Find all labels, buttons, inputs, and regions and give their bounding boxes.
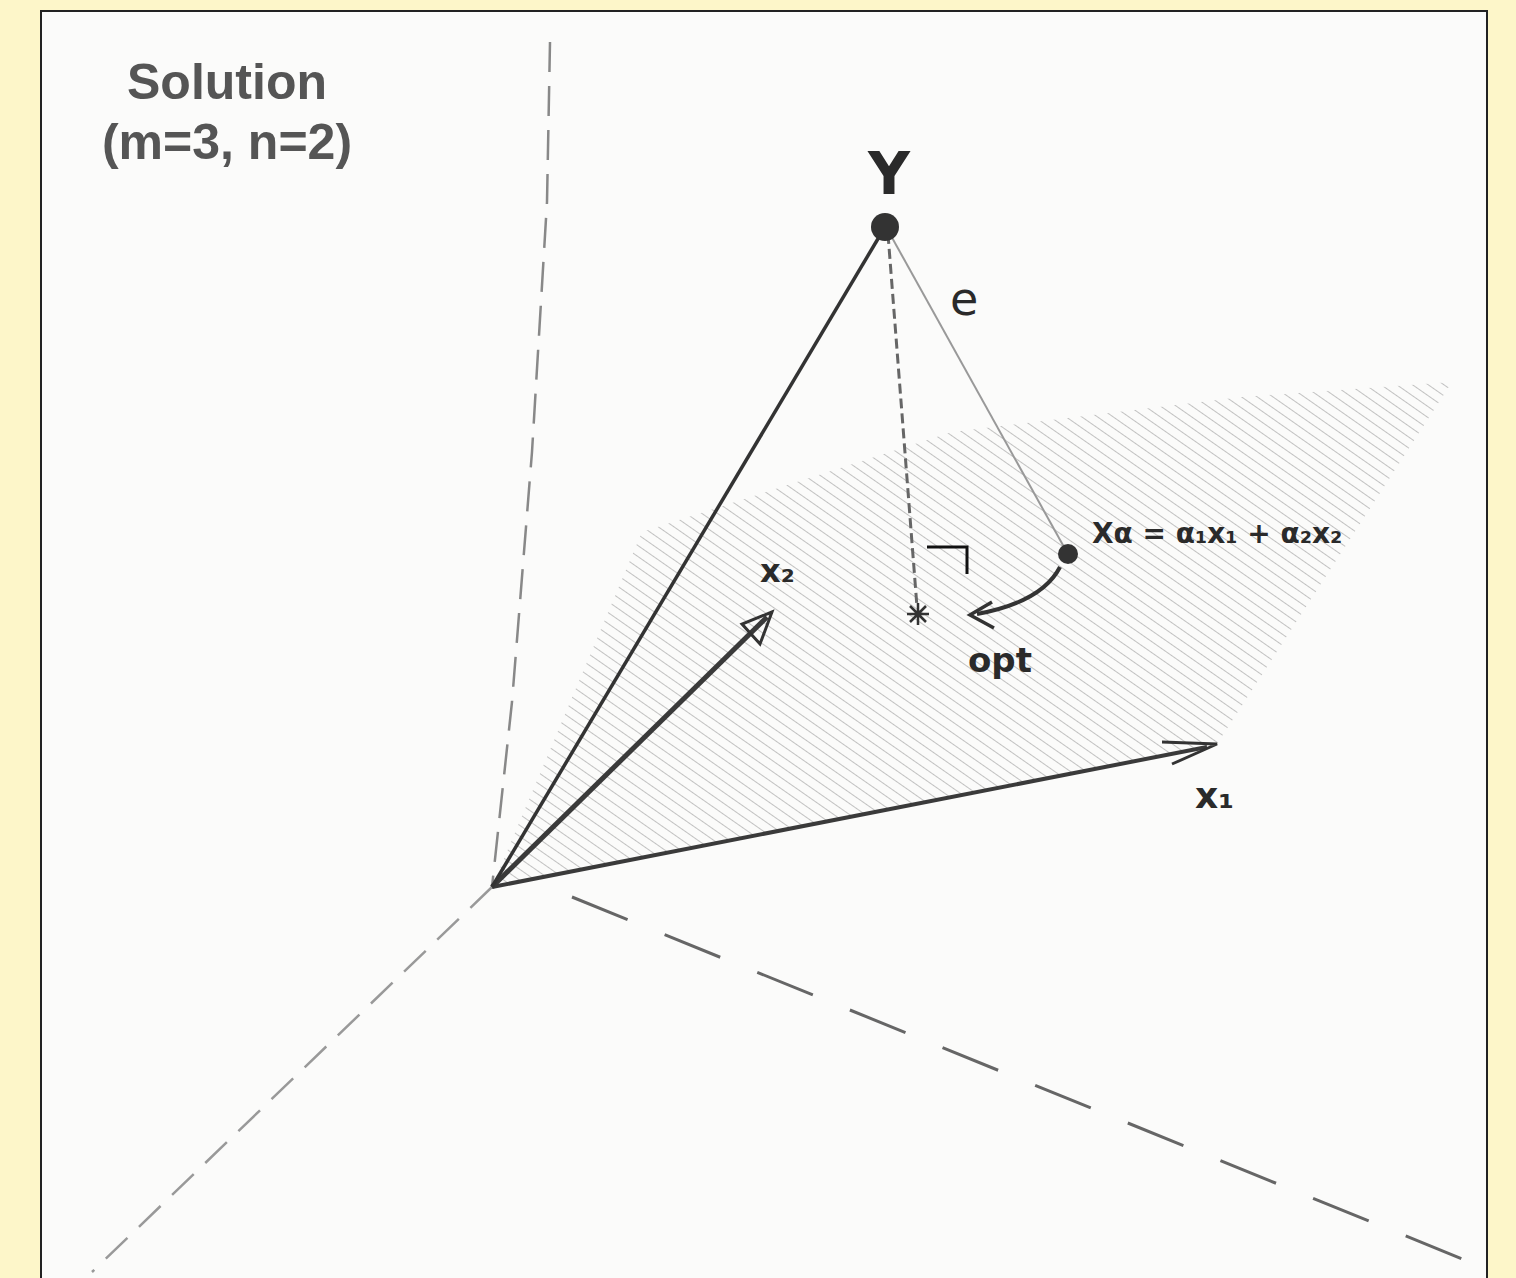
math-label: x₁ bbox=[1195, 775, 1234, 816]
math-label: e bbox=[950, 272, 978, 326]
math-label: x₂ bbox=[760, 552, 795, 590]
page-frame bbox=[40, 10, 1488, 1278]
slide-title: Solution (m=3, n=2) bbox=[62, 52, 392, 172]
least-squares-illustration bbox=[42, 12, 1488, 1278]
math-label: Y bbox=[868, 140, 910, 208]
math-label: opt bbox=[968, 640, 1032, 680]
math-label: Xα = α₁x₁ + α₂x₂ bbox=[1092, 517, 1342, 550]
